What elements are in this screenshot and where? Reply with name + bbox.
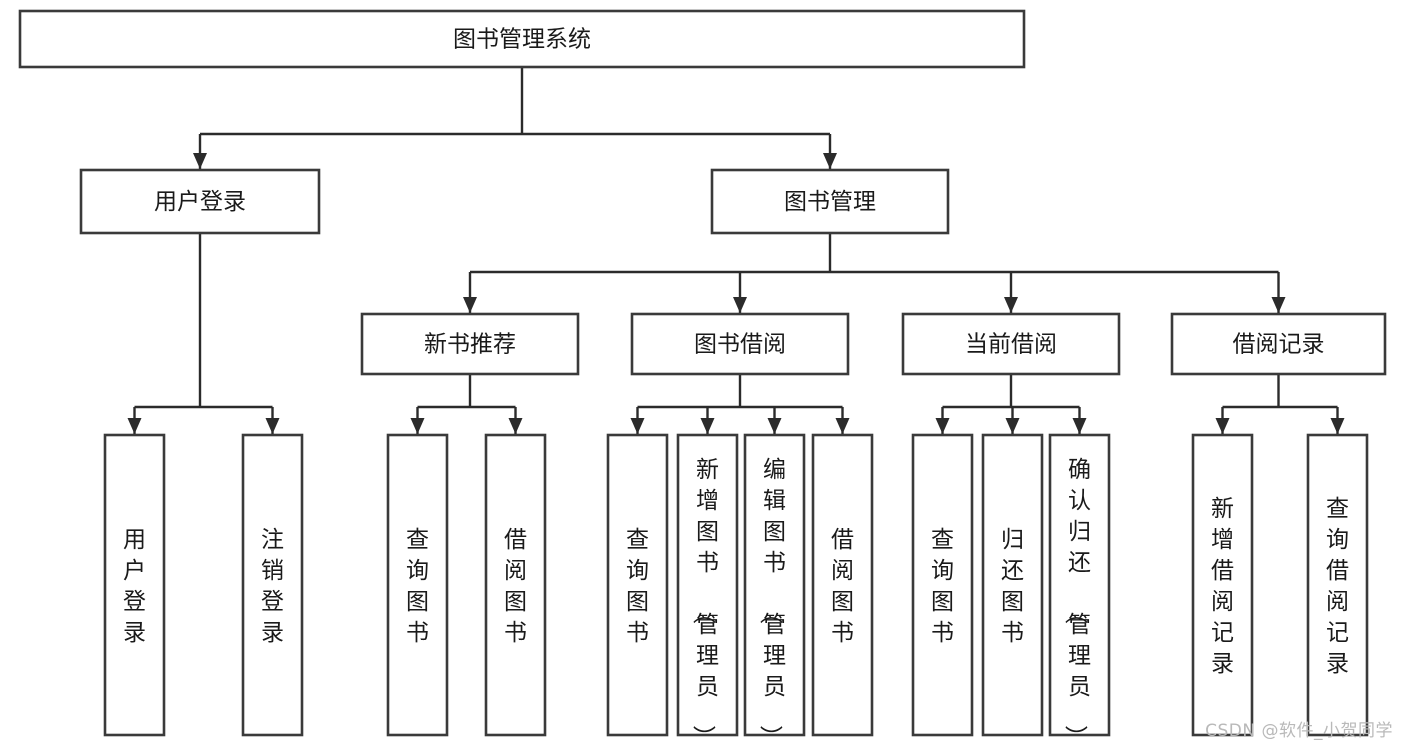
arrow-head-icon (127, 418, 142, 434)
node-查询图书-leaf-2[interactable]: 查询图书 (386, 433, 449, 737)
node-label: 当前借阅 (965, 332, 1057, 358)
arrow-head-icon (1330, 418, 1345, 434)
node-当前借阅-l3[interactable]: 当前借阅 (901, 312, 1121, 376)
node-rect[interactable] (1170, 312, 1387, 376)
node-label: 借阅图书 (504, 527, 527, 646)
arrow-head-icon (630, 418, 645, 434)
node-新增借阅记录-leaf-11[interactable]: 新增借阅记录 (1191, 433, 1254, 737)
arrow-head-icon (823, 153, 837, 169)
node-label: 图书管理 (784, 189, 876, 215)
node-用户登录-l2[interactable]: 用户登录 (79, 168, 321, 235)
arrow-head-icon (265, 418, 280, 434)
node-归还图书-leaf-9[interactable]: 归还图书 (981, 433, 1044, 737)
node-rect[interactable] (484, 433, 547, 737)
node-查询借阅记录-leaf-12[interactable]: 查询借阅记录 (1306, 433, 1369, 737)
arrow-head-icon (733, 297, 747, 313)
node-rect[interactable] (1191, 433, 1254, 737)
arrow-head-icon (193, 153, 207, 169)
node-label: 用户登录 (154, 189, 246, 215)
arrow-head-icon (1072, 418, 1087, 434)
node-借阅图书-leaf-3[interactable]: 借阅图书 (484, 433, 547, 737)
node-label: 查询图书 (626, 527, 649, 646)
node-图书管理-l2[interactable]: 图书管理 (710, 168, 950, 235)
arrow-head-icon (463, 297, 477, 313)
node-rect[interactable] (901, 312, 1121, 376)
node-label: 借阅记录 (1233, 332, 1325, 358)
node-rect[interactable] (1048, 433, 1111, 737)
node-确认归还管理员-leaf-10[interactable]: 确认归还（管理员） (1048, 433, 1111, 747)
node-label: 图书管理系统 (453, 27, 591, 53)
node-rect[interactable] (79, 168, 321, 235)
node-新增图书管理员-leaf-5[interactable]: 新增图书（管理员） (676, 433, 739, 747)
node-查询图书-leaf-8[interactable]: 查询图书 (911, 433, 974, 737)
node-label: 查询图书 (406, 527, 429, 646)
node-图书管理系统-root[interactable]: 图书管理系统 (18, 9, 1026, 69)
node-rect[interactable] (811, 433, 874, 737)
node-label: 借阅图书 (831, 527, 854, 646)
node-借阅记录-l3[interactable]: 借阅记录 (1170, 312, 1387, 376)
node-label: 新增图书（管理员） (690, 457, 719, 747)
node-用户登录-leaf-0[interactable]: 用户登录 (103, 433, 166, 737)
csdn-watermark: CSDN @软件_小贺同学 (1205, 721, 1393, 741)
arrow-head-icon (935, 418, 950, 434)
node-新书推荐-l3[interactable]: 新书推荐 (360, 312, 580, 376)
node-图书借阅-l3[interactable]: 图书借阅 (630, 312, 850, 376)
node-rect[interactable] (710, 168, 950, 235)
node-编辑图书管理员-leaf-6[interactable]: 编辑图书（管理员） (743, 433, 806, 747)
arrow-head-icon (1004, 297, 1018, 313)
node-label: 查询借阅记录 (1326, 496, 1349, 677)
node-label: 新增借阅记录 (1211, 496, 1234, 677)
node-rect[interactable] (241, 433, 304, 737)
node-rect[interactable] (981, 433, 1044, 737)
arrow-head-icon (410, 418, 425, 434)
node-label: 新书推荐 (424, 332, 516, 358)
arrow-head-icon (1271, 297, 1286, 313)
node-rect[interactable] (103, 433, 166, 737)
node-rect[interactable] (606, 433, 669, 737)
node-rect[interactable] (360, 312, 580, 376)
node-label: 图书借阅 (694, 332, 786, 358)
node-rect[interactable] (743, 433, 806, 737)
arrow-head-icon (1005, 418, 1020, 434)
node-label: 注销登录 (261, 527, 284, 646)
node-rect[interactable] (386, 433, 449, 737)
arrow-head-icon (508, 418, 523, 434)
node-注销登录-leaf-1[interactable]: 注销登录 (241, 433, 304, 737)
node-查询图书-leaf-4[interactable]: 查询图书 (606, 433, 669, 737)
node-rect[interactable] (630, 312, 850, 376)
node-借阅图书-leaf-7[interactable]: 借阅图书 (811, 433, 874, 737)
arrow-head-icon (835, 418, 850, 434)
node-rect[interactable] (911, 433, 974, 737)
arrow-head-icon (700, 418, 715, 434)
node-label: 用户登录 (123, 527, 146, 646)
node-label: 归还图书 (1001, 527, 1024, 646)
arrow-head-icon (767, 418, 782, 434)
node-label: 确认归还（管理员） (1062, 457, 1091, 747)
node-label: 查询图书 (931, 527, 954, 646)
node-rect[interactable] (1306, 433, 1369, 737)
connector-layer (127, 67, 1345, 434)
node-rect[interactable] (676, 433, 739, 737)
node-layer: 图书管理系统用户登录图书管理新书推荐图书借阅当前借阅借阅记录用户登录注销登录查询… (18, 9, 1387, 747)
arrow-head-icon (1215, 418, 1230, 434)
node-label: 编辑图书（管理员） (757, 457, 786, 747)
node-rect[interactable] (18, 9, 1026, 69)
